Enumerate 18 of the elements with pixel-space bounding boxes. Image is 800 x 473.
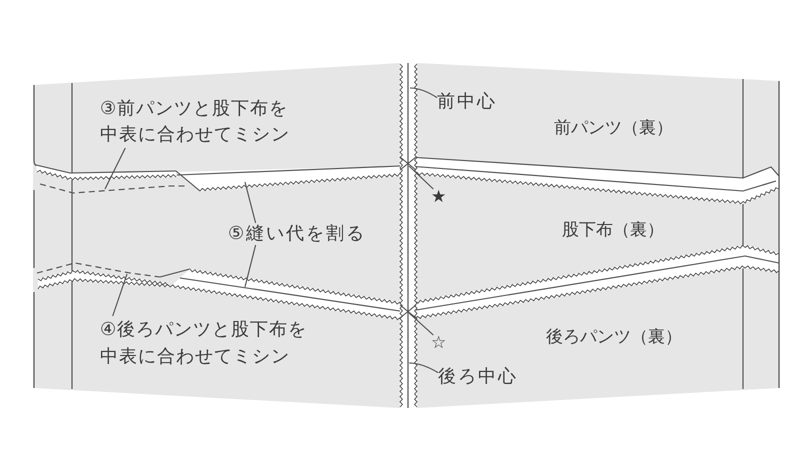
leader-line xyxy=(244,244,256,288)
star-mark: ★ xyxy=(431,189,446,206)
center-line-label: 後ろ中心 xyxy=(438,366,518,388)
leader-line xyxy=(244,182,256,224)
fabric-part-label: 後ろパンツ（裏） xyxy=(546,327,682,347)
step-instruction: ⑤縫い代を割る xyxy=(228,223,366,245)
center-line-label: 前中心 xyxy=(437,91,497,113)
leader-line xyxy=(408,312,434,336)
fabric-part-label: 股下布（裏） xyxy=(562,220,664,240)
leader-line xyxy=(408,362,438,374)
leader-line xyxy=(408,166,434,190)
star-mark: ☆ xyxy=(431,335,446,352)
step-instruction: ③前パンツと股下布を中表に合わせてミシン xyxy=(100,96,295,148)
leader-line xyxy=(410,87,438,98)
fabric-part-label: 前パンツ（裏） xyxy=(554,118,673,138)
leader-line xyxy=(112,274,128,316)
step-instruction: ④後ろパンツと股下布を中表に合わせてミシン xyxy=(100,316,312,370)
leader-line xyxy=(104,148,126,190)
